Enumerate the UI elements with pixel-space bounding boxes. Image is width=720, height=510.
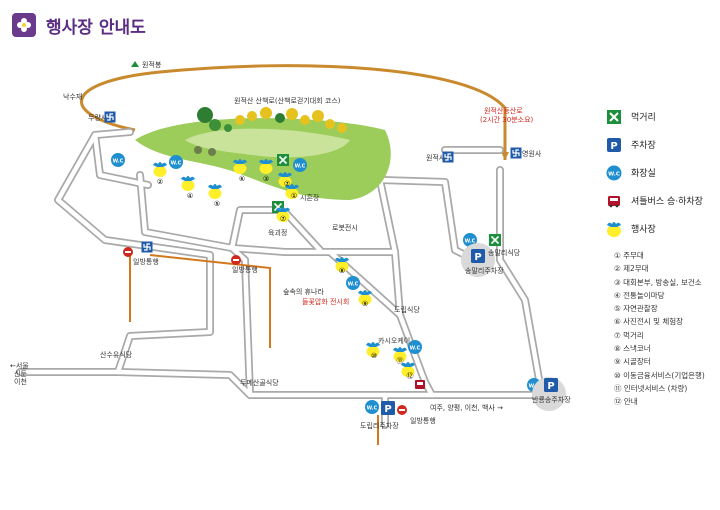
label-robot: 로봇전시 xyxy=(332,223,358,232)
label-sansu: 산수유식당 xyxy=(100,350,133,359)
label-dorip-parking: 도립리주차장 xyxy=(360,421,399,430)
marker-1: ① xyxy=(291,192,297,200)
marker-6: ⑥ xyxy=(239,175,245,183)
label-trail-route: 원적산등산로 xyxy=(484,106,523,115)
marker-9: ⑨ xyxy=(362,300,368,308)
svg-text:W.C: W.C xyxy=(608,171,620,177)
legend-label-parking: 주차장 xyxy=(631,141,656,151)
marker-7b: ⑦ xyxy=(280,215,286,223)
label-bottom-dirs: 여주, 양평, 이천, 백사 → xyxy=(430,403,503,412)
marker-8: ⑧ xyxy=(339,267,345,275)
legend-label-event: 행사장 xyxy=(631,225,656,235)
shuttle-stop-icon xyxy=(415,380,425,389)
label-trail: 원적산 산책로(산책로걷기대회 코스) xyxy=(234,96,341,105)
map-legend: 먹거리 P 주차장 W.C 화장실 셔틀버스 승·하차장 행사장 xyxy=(605,104,717,244)
legend-label-food: 먹거리 xyxy=(631,113,656,123)
label-wildflower: 들꽃압화 전시회 xyxy=(302,297,349,306)
event-map: W.C P xyxy=(10,60,571,445)
marker-4: ④ xyxy=(187,192,193,200)
legend-item-food: 먹거리 xyxy=(605,104,717,129)
trail-arrow-icon xyxy=(501,152,509,160)
label-sup-rest: 숲속의 휴나라 xyxy=(283,287,324,296)
list-item: ④ 전통놀이마당 xyxy=(614,290,665,300)
legend-label-shuttle: 셔틀버스 승·하차장 xyxy=(631,197,703,207)
marker-7a: ⑦ xyxy=(284,180,290,188)
legend-label-restroom: 화장실 xyxy=(631,169,656,179)
list-item: ① 주무대 xyxy=(614,251,644,260)
food-icon xyxy=(605,108,623,126)
list-item: ⑧ 스낵코너 xyxy=(614,344,651,354)
marker-3: ③ xyxy=(263,175,269,183)
label-naksuje: 낙수재 xyxy=(63,92,82,101)
list-item: ⑪ 인터넷서비스 (차량) xyxy=(614,383,688,393)
list-item: ③ 대회본부, 방송실, 보건소 xyxy=(614,277,702,287)
page-title: 행사장 안내도 xyxy=(46,17,146,38)
label-oneway-mid: 일방통행 xyxy=(232,265,258,274)
label-yukgwajeong: 육괴정 xyxy=(268,228,287,237)
label-west-exit-3: 이천 xyxy=(14,377,27,386)
list-item: ⑤ 자연관찰장 xyxy=(614,304,658,314)
label-yeongwonsa: 영원사 xyxy=(522,149,542,158)
trail-route-line xyxy=(80,64,507,160)
label-banryong-parking: 반룡송주차장 xyxy=(532,395,571,404)
label-trail-time: (2시간 30분소요) xyxy=(480,115,534,124)
list-item: ⑦ 먹거리 xyxy=(614,330,644,340)
label-wonjeoksa: 원적사 xyxy=(426,153,446,162)
shuttle-icon xyxy=(605,192,623,210)
svg-text:P: P xyxy=(610,141,617,152)
venue-list: ① 주무대 ② 제2무대 ③ 대회본부, 방송실, 보건소 ④ 전통놀이마당 ⑤… xyxy=(614,249,720,409)
list-item: ⑨ 시골장터 xyxy=(614,357,651,367)
marker-10: ⑩ xyxy=(371,352,377,360)
marker-5: ⑤ xyxy=(214,200,220,208)
label-songmal-food: 송말리식당 xyxy=(488,248,521,257)
event-icon xyxy=(605,220,623,238)
legend-item-shuttle: 셔틀버스 승·하차장 xyxy=(605,188,717,213)
label-siheomjang: 시흔장 xyxy=(300,193,320,202)
label-songmal-parking: 송말리주차장 xyxy=(465,266,504,275)
label-wonjeokbong: 원적봉 xyxy=(142,60,162,69)
label-west-exit-2: 신둔 xyxy=(14,369,27,378)
label-muryangsa: 무량사 xyxy=(88,113,108,122)
flower-logo-icon xyxy=(12,13,36,37)
label-kashioke: 카시오케이 xyxy=(378,336,410,345)
marker-11: ⑪ xyxy=(397,357,404,365)
forest-trees xyxy=(194,107,347,156)
label-oneway-bottom: 일방통행 xyxy=(410,416,436,425)
legend-item-event: 행사장 xyxy=(605,216,717,241)
legend-item-restroom: W.C 화장실 xyxy=(605,160,717,185)
parking-icon: P xyxy=(605,136,623,154)
label-oneway-left: 일방통행 xyxy=(133,257,159,266)
marker-12: ⑫ xyxy=(407,372,414,380)
page-header: 행사장 안내도 xyxy=(12,10,146,40)
list-item: ② 제2무대 xyxy=(614,264,649,274)
legend-item-parking: P 주차장 xyxy=(605,132,717,157)
list-item: ⑫ 안내 xyxy=(614,397,638,407)
label-dumean: 두메산골식당 xyxy=(240,378,279,387)
list-item: ⑩ 이동금융서비스(기업은행) xyxy=(614,370,705,380)
label-dorip-food: 도립식당 xyxy=(394,305,420,314)
list-item: ⑥ 사진전시 및 체험장 xyxy=(614,317,684,327)
marker-2: ② xyxy=(157,178,163,186)
restroom-icon: W.C xyxy=(605,164,623,182)
label-west-exit-1: ←서울 xyxy=(10,361,29,370)
